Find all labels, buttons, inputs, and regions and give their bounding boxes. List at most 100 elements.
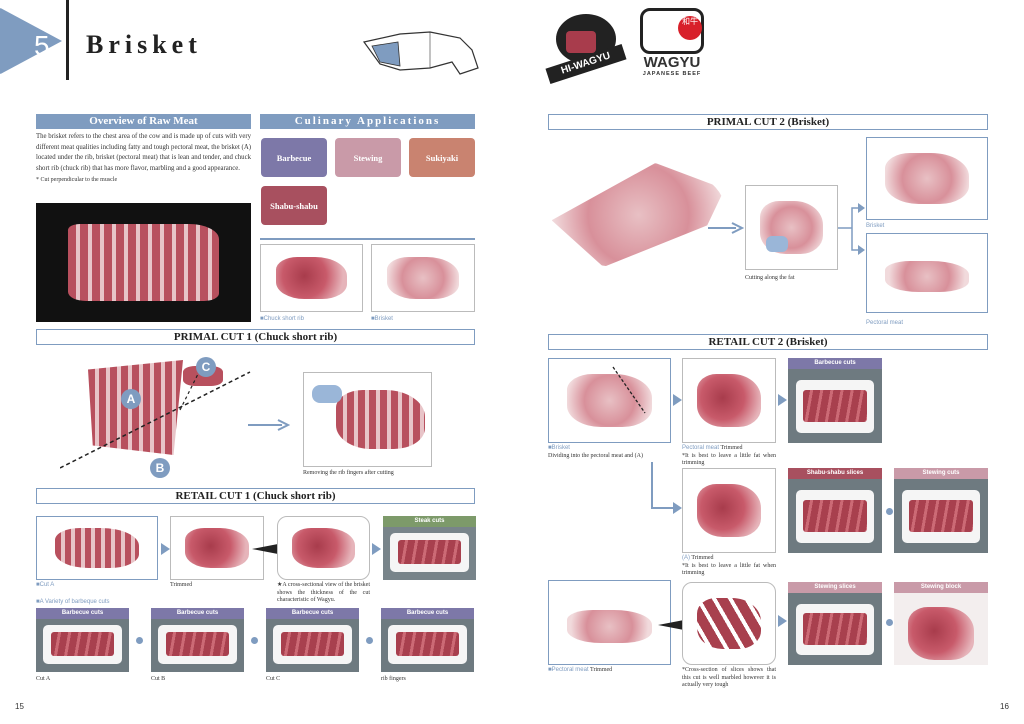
trimmed-photo — [170, 516, 264, 580]
overview-note: * Cut perpendicular to the muscle — [36, 177, 118, 184]
section-number: 5 — [34, 30, 50, 61]
callout-pointer — [252, 544, 278, 554]
pectoral-trimmed-photo — [682, 358, 776, 443]
primal-cut-2-heading: PRIMAL CUT 2 (Brisket) — [548, 114, 988, 130]
slice-cross-section-photo — [682, 582, 776, 665]
arrow-icon — [161, 543, 170, 555]
stewing-block-photo: Stewing block — [894, 582, 988, 665]
bbq-cut-a-photo: Barbecue cuts — [36, 608, 129, 672]
pectoral-meat-photo — [866, 233, 988, 313]
callout-pointer — [658, 620, 684, 630]
photo-label: ■Chuck short rib — [260, 316, 304, 322]
bbq-label: rib fingers — [381, 676, 406, 682]
section-badge — [0, 8, 62, 74]
arrow-right-icon — [248, 419, 290, 431]
bullet-dot — [886, 508, 893, 515]
page-title: Brisket — [86, 30, 202, 59]
arrow-icon — [778, 615, 787, 627]
divider — [260, 238, 475, 240]
cut-a-label: ■Cut A — [36, 582, 55, 588]
trimmed-text: Trimmed — [720, 445, 743, 451]
trimmed-text: Trimmed — [590, 667, 613, 673]
bbq-label: Cut C — [266, 676, 281, 682]
bbq-cut-b-photo: Barbecue cuts — [151, 608, 244, 672]
trimmed-text: Trimmed — [691, 555, 714, 561]
retail-cut-1-heading: RETAIL CUT 1 (Chuck short rib) — [36, 488, 475, 504]
photo-label: ■Brisket — [371, 316, 393, 322]
steak-cuts-photo: Steak cuts — [383, 516, 476, 580]
pectoral-caption-block: Pectoral meat Trimmed *It is best to lea… — [682, 445, 776, 468]
brisket-label: Brisket — [866, 223, 885, 229]
arrow-icon — [673, 394, 682, 406]
culinary-shabu-shabu: Shabu-shabu — [261, 186, 327, 225]
arrow-icon — [673, 502, 682, 514]
cut-lines — [60, 370, 251, 469]
cut-a-photo — [36, 516, 158, 580]
overview-heading: Overview of Raw Meat — [36, 114, 251, 129]
divider — [66, 0, 69, 80]
chuck-short-rib-photo — [260, 244, 363, 312]
whole-brisket-photo — [548, 150, 730, 280]
marker-a: A — [121, 389, 141, 409]
barbecue-cuts-photo: Barbecue cuts — [788, 358, 882, 443]
marker-b: B — [150, 458, 170, 478]
primal-cut-1-heading: PRIMAL CUT 1 (Chuck short rib) — [36, 329, 475, 345]
a-label: (A) — [682, 555, 690, 561]
raw-brisket-photo — [36, 203, 251, 322]
cross-section-photo — [277, 516, 370, 580]
brisket-label: ■Brisket — [548, 445, 570, 451]
pectoral-label: ■Pectoral meat — [548, 667, 589, 673]
arrow-right-icon — [708, 222, 744, 234]
pectoral-trimmed-label: ■Pectoral meat Trimmed — [548, 667, 612, 675]
cross-section-note: *Cross-section of slices shows that this… — [682, 667, 776, 688]
brisket-caption-block: ■Brisket Dividing into the pectoral meat… — [548, 445, 648, 460]
bbq-label: Cut B — [151, 676, 166, 682]
stewing-slices-photo: Stewing slices — [788, 582, 882, 665]
overview-block: The brisket refers to the chest area of … — [36, 132, 251, 185]
brisket-result-photo — [866, 137, 988, 220]
connector-line — [651, 462, 653, 509]
marker-c: C — [196, 357, 216, 377]
retail-cut-2-heading: RETAIL CUT 2 (Brisket) — [548, 334, 988, 350]
bullet-dot — [886, 619, 893, 626]
culinary-barbecue: Barbecue — [261, 138, 327, 177]
brisket-caption: Dividing into the pectoral meat and (A) — [548, 452, 643, 459]
pectoral-meat-trimmed-photo — [548, 580, 671, 665]
a-trimmed-photo — [682, 468, 776, 553]
connector-line — [651, 507, 675, 509]
culinary-sukiyaki: Sukiyaki — [409, 138, 475, 177]
bullet-dot — [366, 637, 373, 644]
overview-text: The brisket refers to the chest area of … — [36, 133, 251, 172]
page-number: 16 — [1000, 702, 1009, 711]
cow-cut-diagram-icon — [362, 31, 479, 75]
primal-1-caption: Removing the rib fingers after cutting — [303, 470, 394, 476]
pectoral-label: Pectoral meat — [866, 320, 904, 326]
culinary-stewing: Stewing — [335, 138, 401, 177]
a-caption-block: (A) Trimmed *It is best to leave a littl… — [682, 555, 776, 578]
a-note: *It is best to leave a little fat when t… — [682, 562, 776, 577]
cutting-fat-photo — [745, 185, 838, 270]
shabu-shabu-slices-photo: Shabu-shabu slices — [788, 468, 882, 553]
split-arrows-icon — [838, 203, 865, 255]
bullet-dot — [251, 637, 258, 644]
pectoral-note: *It is best to leave a little fat when t… — [682, 452, 776, 467]
a-trimmed-label: (A) Trimmed — [682, 555, 776, 563]
primal-2-caption: Cutting along the fat — [745, 275, 795, 281]
arrow-icon — [778, 394, 787, 406]
arrow-icon — [372, 543, 381, 555]
brisket-dividing-photo — [548, 358, 671, 443]
trimmed-label: Trimmed — [170, 582, 193, 588]
bullet-dot — [136, 637, 143, 644]
hi-wagyu-logo: HI-WAGYU — [545, 6, 627, 84]
pectoral-trimmed-label: Pectoral meat Trimmed — [682, 445, 776, 453]
bbq-label: Cut A — [36, 676, 51, 682]
stewing-cuts-photo: Stewing cuts — [894, 468, 988, 553]
pectoral-label: Pectoral meat — [682, 445, 720, 451]
cross-section-note: ★A cross-sectional view of the brisket s… — [277, 582, 370, 603]
removing-rib-fingers-photo — [303, 372, 432, 467]
wagyu-japanese-beef-logo: 和牛 WAGYU JAPANESE BEEF — [636, 8, 708, 84]
bbq-cut-c-photo: Barbecue cuts — [266, 608, 359, 672]
page-number: 15 — [15, 702, 24, 711]
bbq-variety-label: ■A Variety of barbeque cuts — [36, 599, 110, 605]
culinary-heading: Culinary Applications — [260, 114, 475, 129]
